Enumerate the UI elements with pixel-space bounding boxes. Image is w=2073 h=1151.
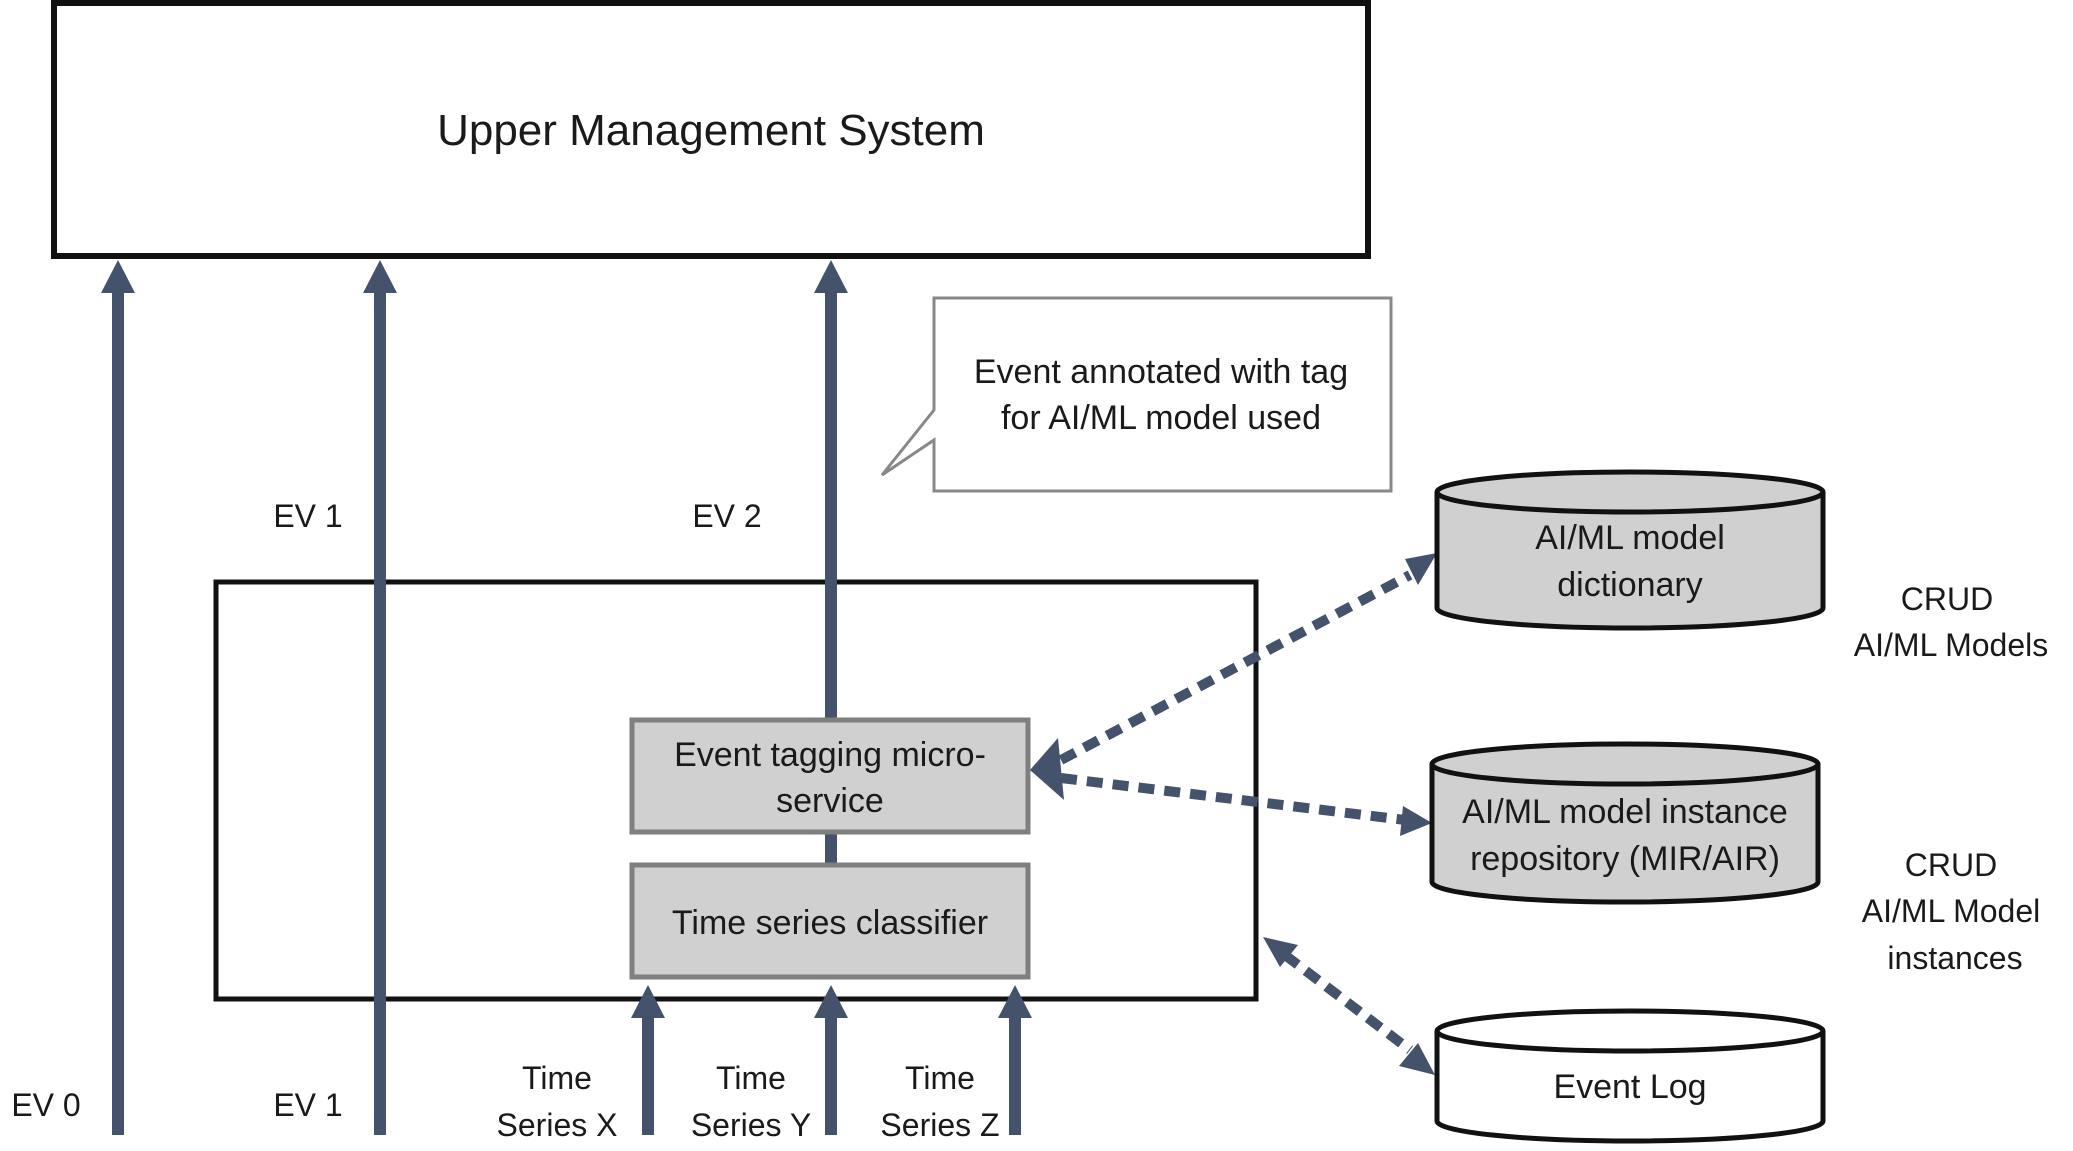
- crud-models-line1: CRUD: [1901, 581, 1993, 617]
- microservice-label-line2: service: [776, 782, 884, 820]
- callout-line1: Event annotated with tag: [974, 353, 1348, 391]
- ev0-arrowhead: [101, 260, 135, 293]
- dictionary-label-line2: dictionary: [1557, 566, 1703, 604]
- processing-container: [213, 579, 1259, 1002]
- ev1-bottom-label: EV 1: [273, 1087, 342, 1123]
- event-log-label: Event Log: [1553, 1068, 1706, 1106]
- ev2-arrowhead: [814, 260, 848, 293]
- repository-label-line2: repository (MIR/AIR): [1470, 840, 1780, 878]
- time-series-classifier-box: Time series classifier: [629, 862, 1031, 980]
- callout-line2: for AI/ML model used: [1001, 399, 1321, 437]
- crud-instances-line3: instances: [1887, 940, 2022, 976]
- event-log-connector: [1281, 951, 1414, 1054]
- event-log-connector-head-container: [1263, 937, 1298, 967]
- model-dictionary-database: AI/ML model dictionary: [1434, 469, 1826, 631]
- ev0-bottom-label: EV 0: [11, 1087, 80, 1123]
- dictionary-label-line1: AI/ML model: [1535, 519, 1725, 557]
- time-series-x-line1: Time: [522, 1060, 592, 1096]
- event-log-connector-head-db: [1399, 1043, 1435, 1075]
- time-series-y-line1: Time: [716, 1060, 786, 1096]
- time-series-x-arrowhead: [631, 985, 665, 1018]
- crud-connectors: [1030, 553, 1437, 1075]
- annotation-callout: Event annotated with tag for AI/ML model…: [880, 296, 1393, 493]
- repository-label-line1: AI/ML model instance: [1462, 793, 1788, 831]
- repository-connector-head-db: [1400, 806, 1432, 836]
- ev1-arrowhead: [363, 260, 397, 293]
- time-series-z-arrowhead: [998, 985, 1032, 1018]
- time-series-labels: Time Series X Time Series Y Time Series …: [497, 1060, 1000, 1143]
- time-series-y-line2: Series Y: [691, 1107, 811, 1143]
- microservice-label-line1: Event tagging micro-: [674, 736, 986, 774]
- time-series-x-line2: Series X: [497, 1107, 618, 1143]
- upper-management-system-label: Upper Management System: [437, 106, 985, 155]
- event-tagging-microservice-box: Event tagging micro- service: [629, 717, 1031, 835]
- time-series-z-line2: Series Z: [880, 1107, 999, 1143]
- microservice-connector-head: [1030, 738, 1064, 800]
- time-series-z-line1: Time: [905, 1060, 975, 1096]
- dictionary-connector: [1058, 570, 1413, 765]
- event-arrows: [101, 260, 848, 1135]
- dictionary-connector-head-db: [1405, 553, 1437, 585]
- ev1-mid-label: EV 1: [273, 498, 342, 534]
- model-instance-repository-database: AI/ML model instance repository (MIR/AIR…: [1429, 741, 1821, 905]
- crud-models-line2: AI/ML Models: [1854, 627, 2048, 663]
- ev2-mid-label: EV 2: [692, 498, 761, 534]
- crud-instances-line1: CRUD: [1905, 847, 1997, 883]
- classifier-label: Time series classifier: [672, 904, 988, 942]
- event-log-database: Event Log: [1434, 1008, 1826, 1144]
- time-series-arrows: [631, 985, 1032, 1135]
- upper-management-system-box: Upper Management System: [51, 0, 1371, 259]
- crud-models-label: CRUD AI/ML Models: [1854, 581, 2048, 663]
- crud-instances-label: CRUD AI/ML Model instances: [1862, 847, 2040, 976]
- repository-connector: [1060, 773, 1406, 825]
- time-series-y-arrowhead: [814, 985, 848, 1018]
- crud-instances-line2: AI/ML Model: [1862, 893, 2040, 929]
